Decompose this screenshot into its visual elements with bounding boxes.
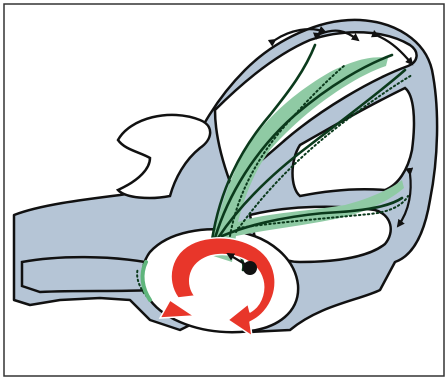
lower-jaw-shape [22,257,150,292]
